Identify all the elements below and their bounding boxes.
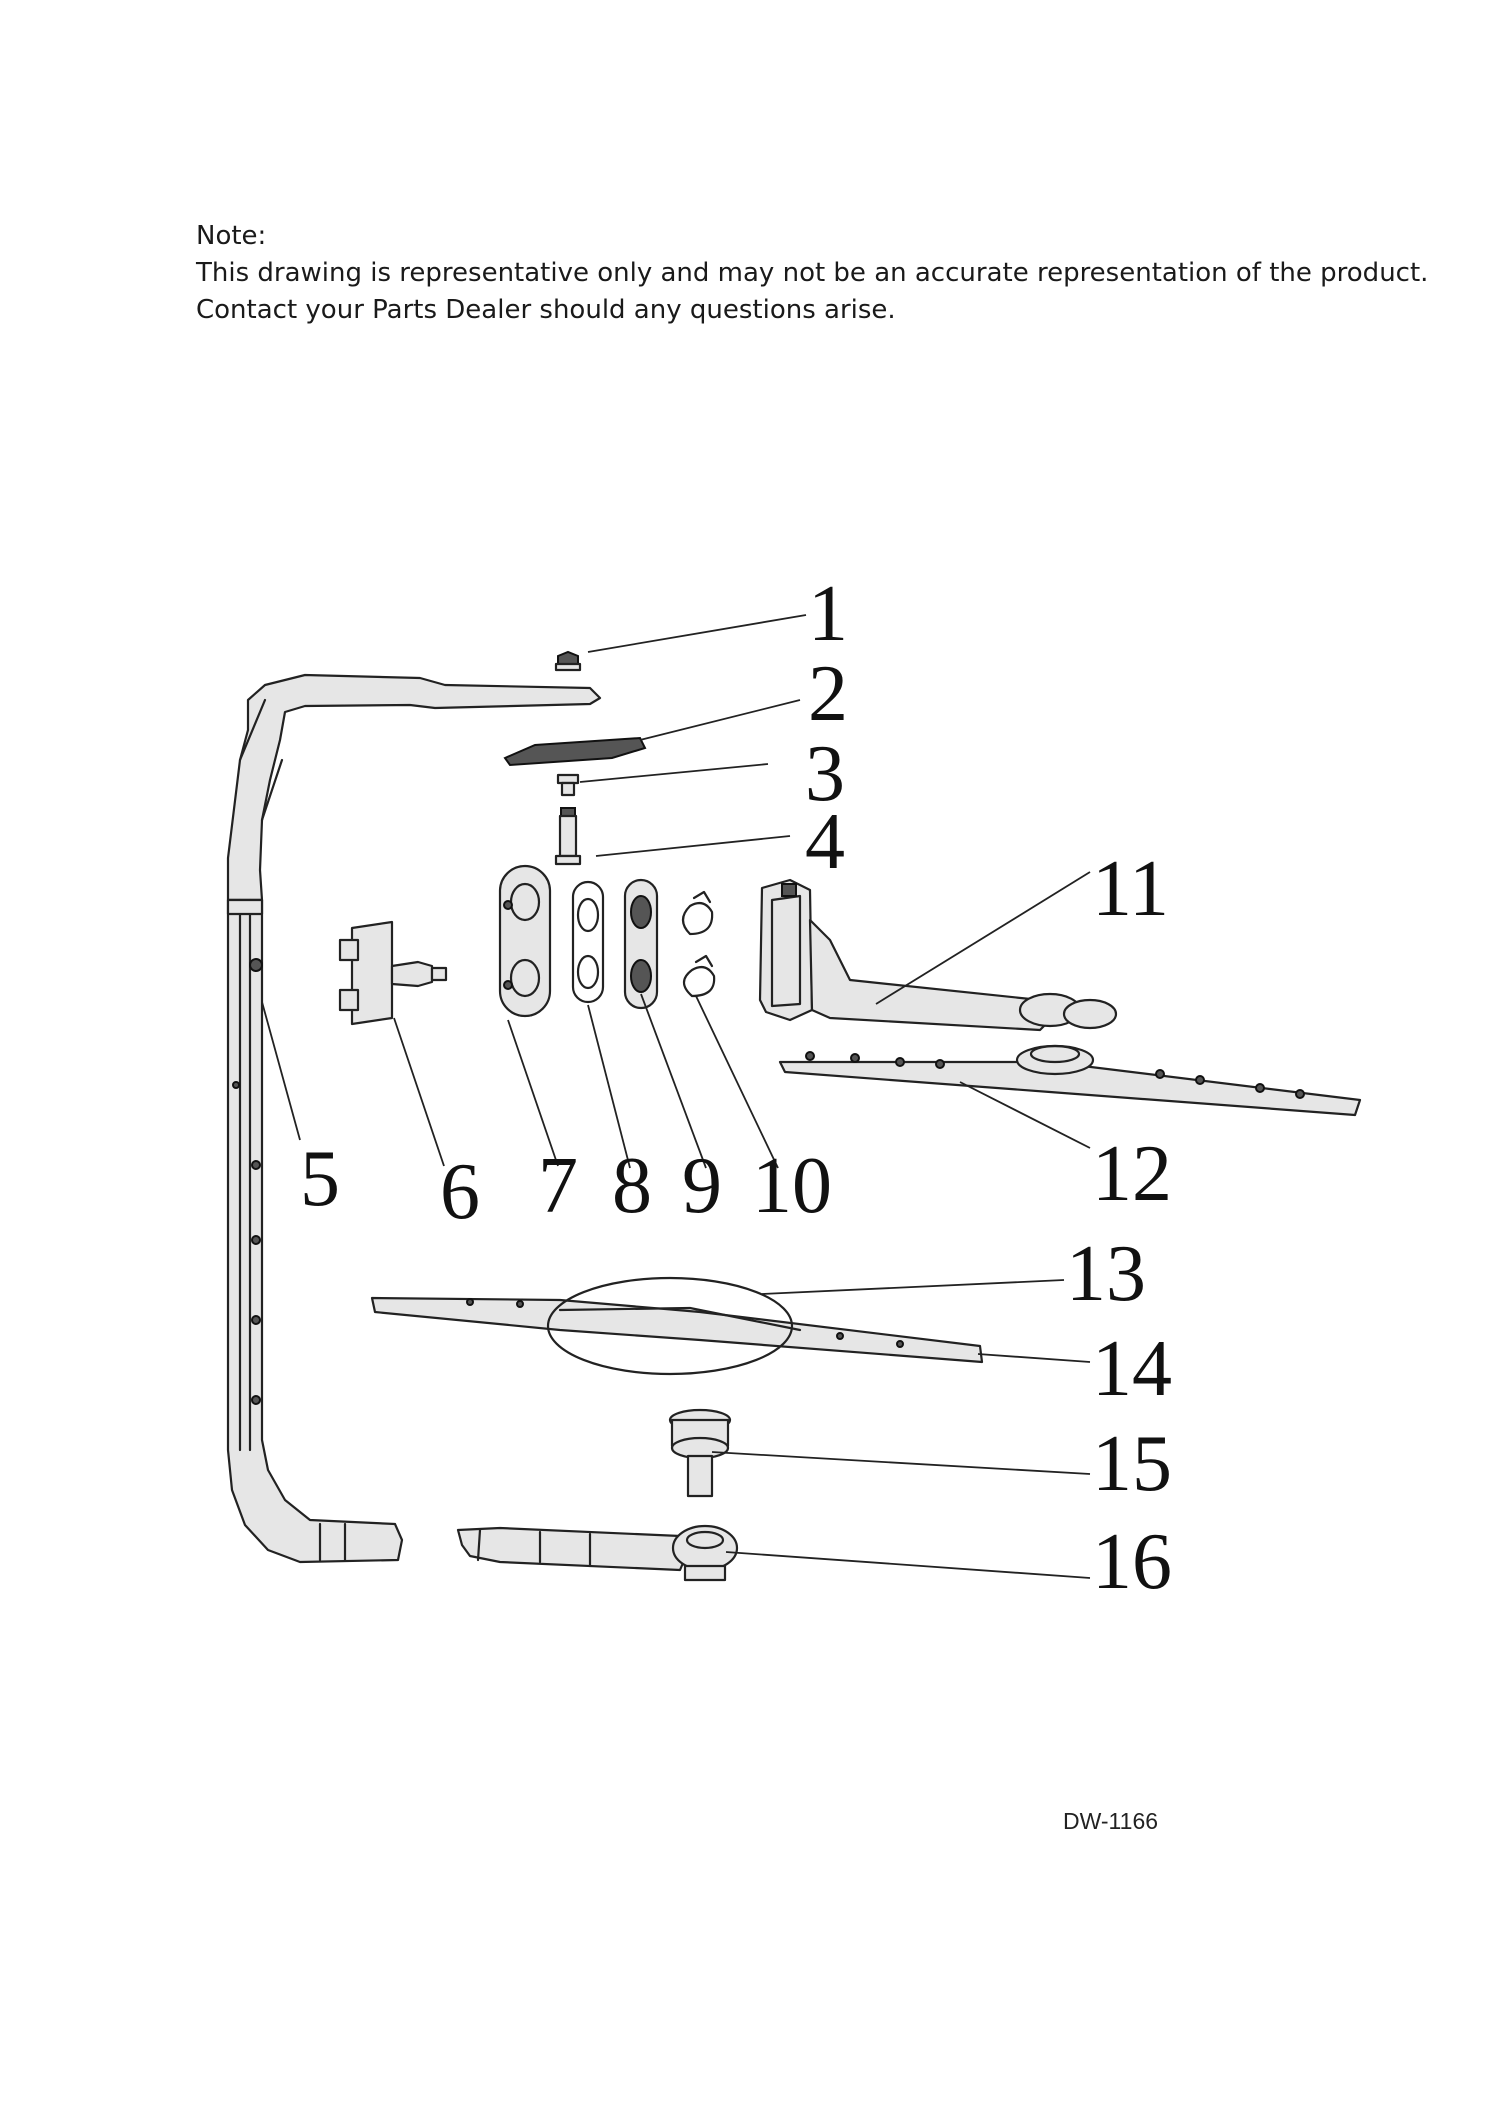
callout-10: 10	[752, 1142, 832, 1230]
callout-1: 1	[808, 570, 848, 658]
callout-12: 12	[1092, 1130, 1172, 1218]
note-block: Note: This drawing is representative onl…	[196, 218, 1446, 329]
callout-8: 8	[612, 1142, 652, 1230]
note-line-2: Contact your Parts Dealer should any que…	[196, 295, 896, 325]
part-16-lower-feed	[456, 1524, 739, 1582]
callout-13: 13	[1066, 1230, 1146, 1318]
callout-4: 4	[805, 798, 845, 886]
note-line-1: This drawing is representative only and …	[196, 258, 1429, 288]
callout-numbers: 1 2 3 4 5 6 7 8 9 10 11 12 13 14 15 16	[300, 570, 1172, 1606]
part-3-bushing	[556, 773, 580, 797]
part-13-14-lower-spray-arm	[370, 1276, 984, 1376]
callout-3: 3	[805, 730, 845, 818]
part-7-manifold-plate	[498, 864, 552, 1018]
part-6-bracket	[338, 920, 448, 1026]
document-id: DW-1166	[1063, 1808, 1159, 1834]
leader-lines	[261, 614, 1091, 1579]
part-10-clips	[681, 890, 716, 998]
callout-6: 6	[440, 1148, 480, 1236]
callout-11: 11	[1092, 845, 1169, 933]
part-11-upper-feed	[758, 878, 1118, 1032]
callout-16: 16	[1092, 1518, 1172, 1606]
part-9-valve-plate	[623, 878, 659, 1010]
part-1-nut	[554, 650, 582, 672]
part-2-bar	[503, 736, 647, 767]
part-12-upper-spray-arm	[778, 1044, 1362, 1117]
callout-14: 14	[1092, 1325, 1172, 1413]
part-8-gasket	[571, 880, 605, 1004]
callout-9: 9	[682, 1142, 722, 1230]
callout-7: 7	[538, 1142, 578, 1230]
part-5-supply-tube	[226, 673, 602, 1564]
note-heading: Note:	[196, 221, 267, 251]
callout-2: 2	[808, 650, 848, 738]
callout-15: 15	[1092, 1420, 1172, 1508]
part-4-shaft	[554, 807, 582, 866]
callout-5: 5	[300, 1135, 340, 1223]
